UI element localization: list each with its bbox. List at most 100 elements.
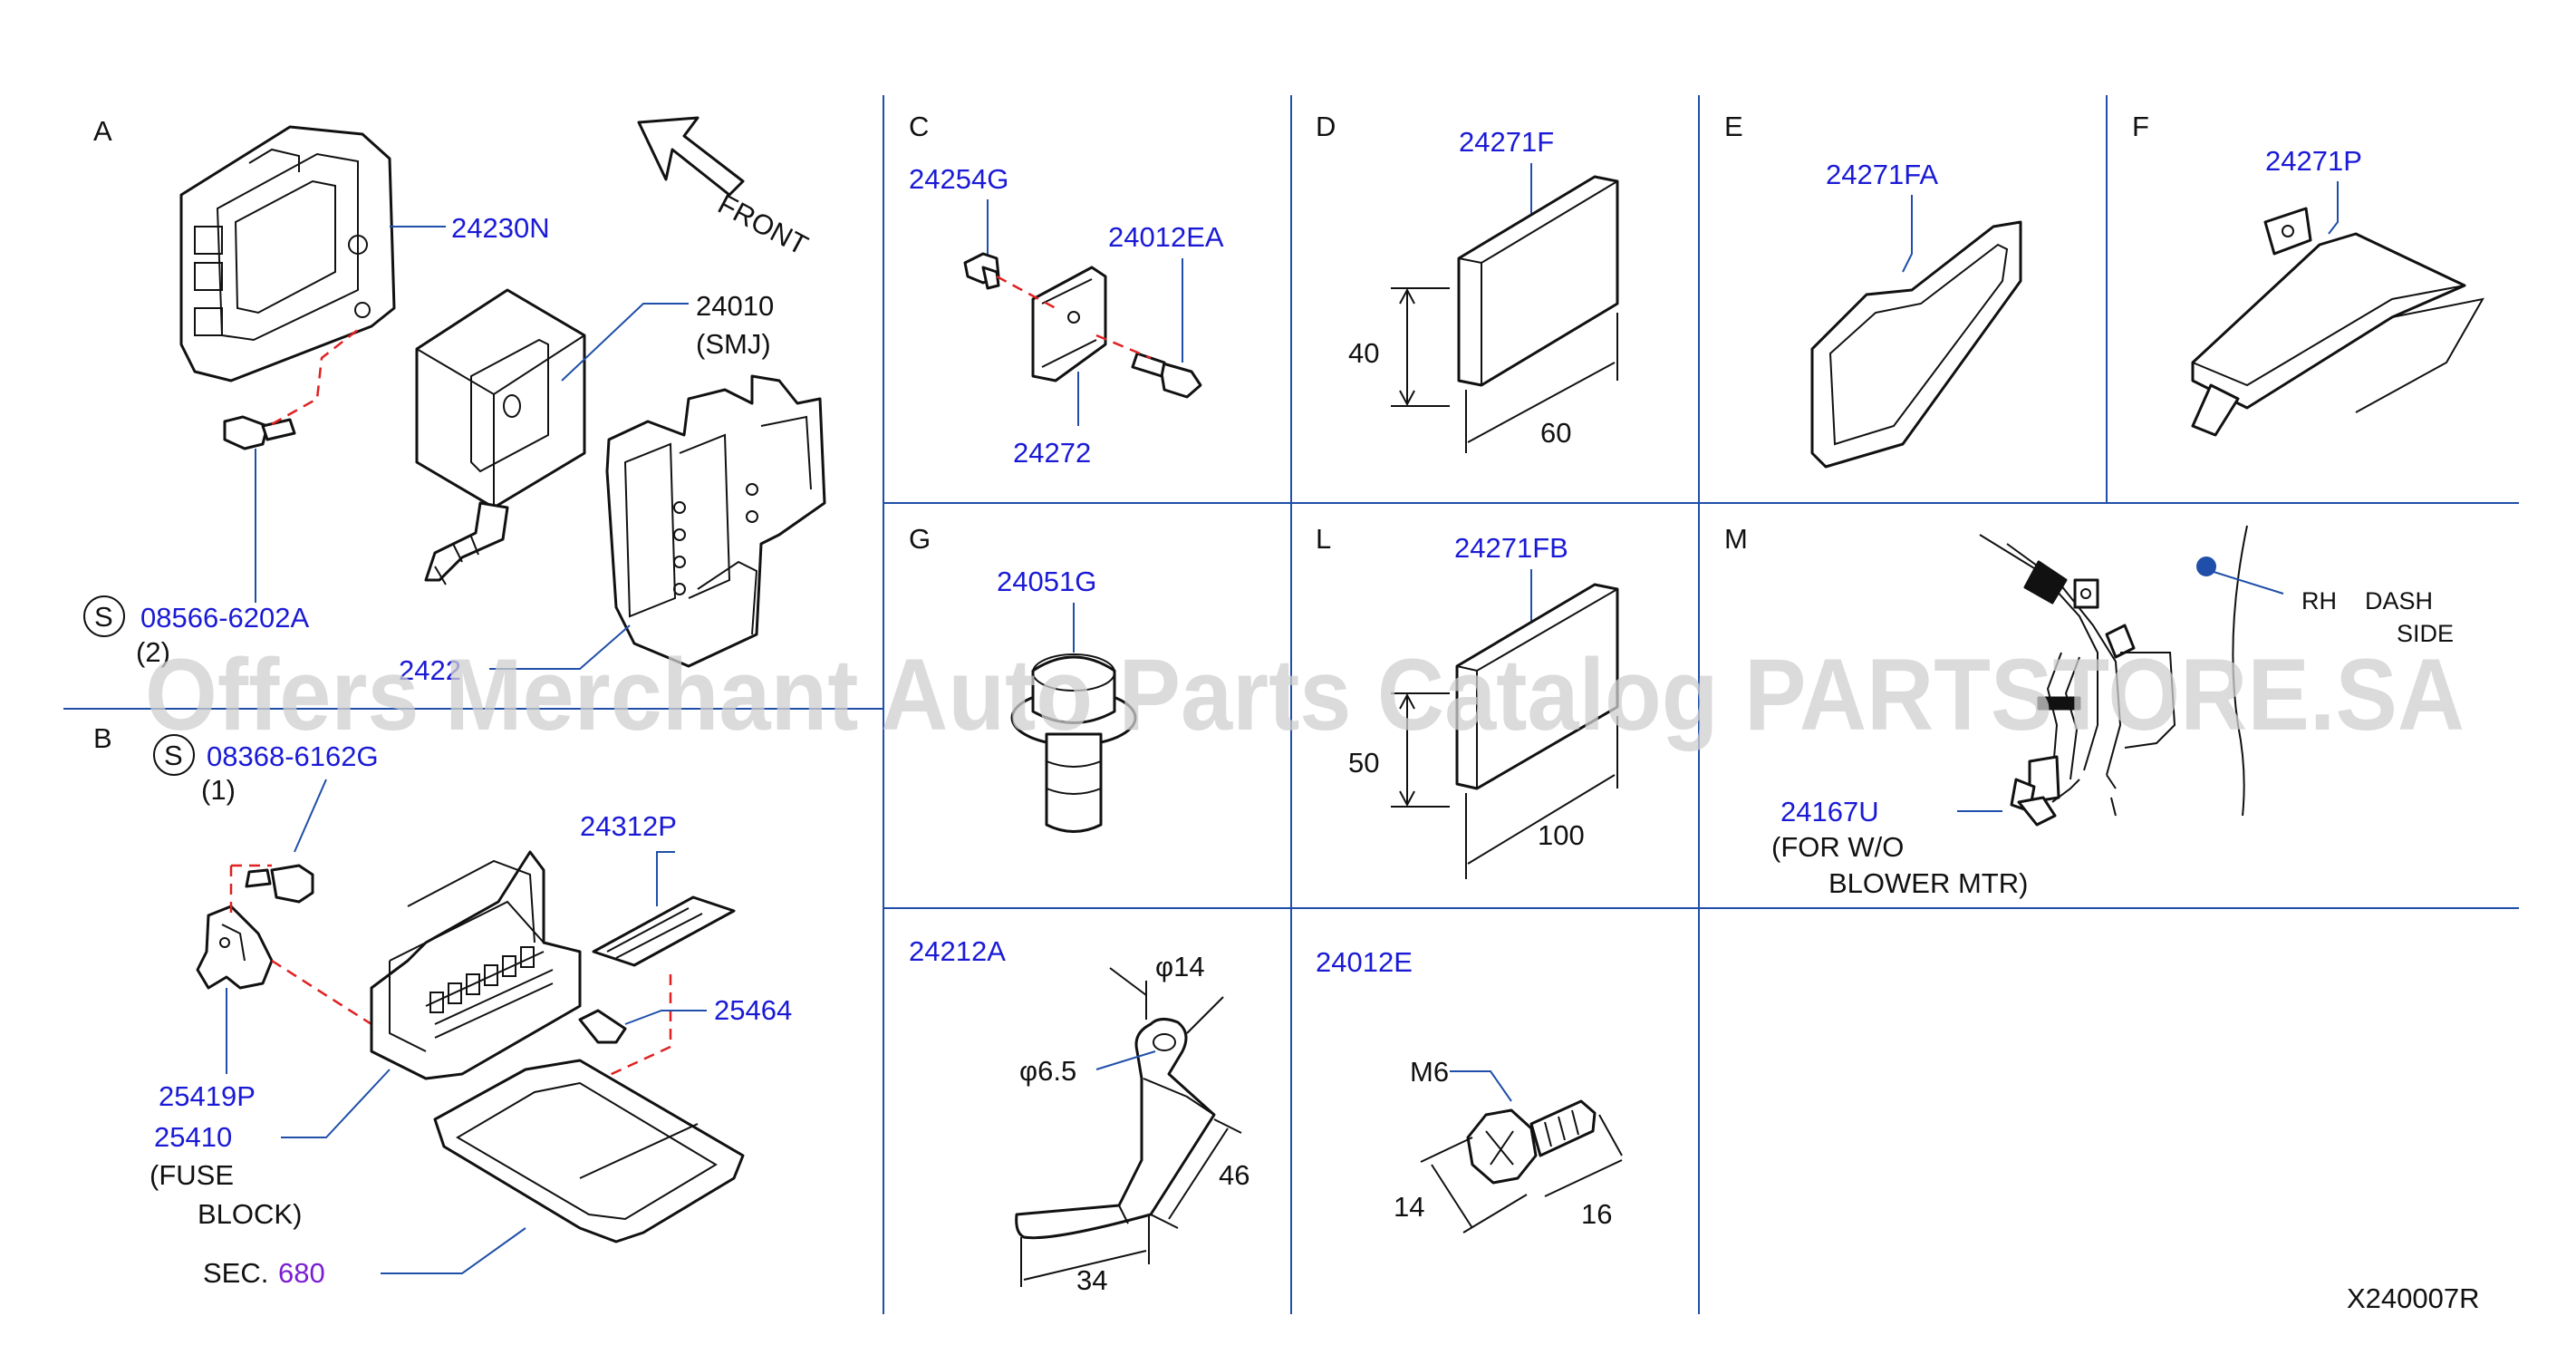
part-24010[interactable]: 24010 bbox=[696, 290, 774, 322]
panel-grid bbox=[63, 95, 2519, 1314]
dim-50: 50 bbox=[1348, 747, 1379, 779]
part-24212A[interactable]: 24212A bbox=[909, 935, 1006, 967]
leader-m6 bbox=[1450, 1070, 1512, 1102]
part-24312P[interactable]: 24312P bbox=[580, 810, 677, 842]
qty-2: (2) bbox=[136, 636, 170, 668]
part-24167U[interactable]: 24167U bbox=[1780, 796, 1879, 827]
rh-dash-side-marker bbox=[2196, 556, 2216, 576]
illustration-code: X240007R bbox=[2347, 1282, 2480, 1314]
dash-a bbox=[271, 325, 363, 426]
part-24271P[interactable]: 24271P bbox=[2265, 145, 2362, 177]
part-2422x[interactable]: 2422 bbox=[399, 654, 461, 686]
leader-rh-dash bbox=[2210, 570, 2284, 595]
dim-phi14: φ14 bbox=[1155, 951, 1205, 982]
dim-m6: M6 bbox=[1410, 1056, 1449, 1088]
dim-phi65: φ6.5 bbox=[1019, 1055, 1076, 1087]
bracket-24272 bbox=[1031, 266, 1107, 382]
s-mark-b-icon bbox=[153, 734, 195, 776]
part-25410[interactable]: 25410 bbox=[154, 1121, 232, 1153]
leader-24010 bbox=[561, 303, 689, 382]
dim-50-100 bbox=[1391, 692, 1618, 879]
front-label: FRONT bbox=[713, 188, 814, 261]
dash-b bbox=[229, 864, 372, 1026]
part-25419P[interactable]: 25419P bbox=[159, 1080, 256, 1112]
sec-label: SEC. bbox=[203, 1257, 268, 1289]
pad-24271P bbox=[2191, 207, 2484, 437]
clip-25419P bbox=[196, 905, 274, 990]
module-24010 bbox=[415, 288, 586, 585]
bolt-b-icon bbox=[245, 864, 314, 904]
bracket-24212A bbox=[1015, 1018, 1216, 1240]
dim-40: 40 bbox=[1348, 337, 1379, 369]
lid-sec-680 bbox=[433, 1059, 745, 1243]
blower-label: BLOWER MTR) bbox=[1828, 867, 2028, 899]
section-label-d: D bbox=[1316, 111, 1336, 142]
dims-24212A bbox=[1020, 967, 1242, 1287]
front-arrow-icon bbox=[637, 116, 745, 197]
dim-40-60 bbox=[1391, 287, 1618, 453]
dash-label: DASH bbox=[2365, 587, 2433, 614]
dims-24012E bbox=[1420, 1114, 1623, 1234]
dim-14: 14 bbox=[1394, 1191, 1424, 1223]
part-24012E[interactable]: 24012E bbox=[1316, 946, 1413, 978]
s-mark-a: S bbox=[94, 601, 113, 633]
bolt-24012EA bbox=[1131, 352, 1202, 399]
part-24272[interactable]: 24272 bbox=[1013, 437, 1091, 469]
leader-24271FA bbox=[1902, 195, 1913, 273]
watermark: Offers Merchant Auto Parts Catalog PARTS… bbox=[145, 638, 2465, 751]
dim-34: 34 bbox=[1076, 1264, 1107, 1296]
grommet-24051G bbox=[1010, 653, 1137, 833]
part-24271FA[interactable]: 24271FA bbox=[1826, 159, 1938, 190]
section-label-e: E bbox=[1724, 111, 1743, 142]
smj-label: (SMJ) bbox=[696, 328, 771, 360]
fuse-puller-24312P bbox=[592, 895, 736, 967]
fuse-25464 bbox=[578, 1009, 627, 1044]
pad-24271FA bbox=[1810, 220, 2022, 469]
leader-2422x bbox=[489, 624, 631, 670]
pad-24271F bbox=[1457, 175, 1619, 387]
part-24012EA[interactable]: 24012EA bbox=[1108, 221, 1224, 253]
part-08566-6202A[interactable]: 08566-6202A bbox=[140, 602, 309, 634]
part-25464[interactable]: 25464 bbox=[714, 994, 792, 1026]
section-label-g: G bbox=[909, 523, 931, 555]
part-24271FB[interactable]: 24271FB bbox=[1454, 532, 1568, 564]
fuse-block-25410 bbox=[370, 850, 582, 1080]
part-24230N[interactable]: 24230N bbox=[451, 212, 550, 244]
section-label-m: M bbox=[1724, 523, 1748, 555]
dim-46: 46 bbox=[1219, 1159, 1249, 1191]
bracket-24230N bbox=[179, 125, 396, 382]
bolt-a-icon bbox=[223, 415, 296, 450]
section-label-b: B bbox=[93, 722, 112, 754]
section-label-l: L bbox=[1316, 523, 1331, 555]
section-label-f: F bbox=[2132, 111, 2149, 142]
fuse-label-1: (FUSE bbox=[150, 1159, 234, 1191]
s-mark-b: S bbox=[164, 740, 183, 771]
part-24254G[interactable]: 24254G bbox=[909, 163, 1008, 195]
side-label: SIDE bbox=[2397, 620, 2454, 647]
bracket-2422x bbox=[605, 374, 826, 668]
section-label-a: A bbox=[93, 115, 112, 147]
harness-m bbox=[1979, 525, 2248, 827]
for-wo-label: (FOR W/O bbox=[1771, 831, 1904, 863]
part-08368-6162G[interactable]: 08368-6162G bbox=[207, 740, 379, 772]
leader-08368 bbox=[294, 779, 327, 853]
bolt-24012E bbox=[1466, 1099, 1597, 1185]
part-24051G[interactable]: 24051G bbox=[997, 566, 1096, 597]
leader-24271P bbox=[2328, 181, 2339, 235]
leader-25410 bbox=[281, 1069, 391, 1138]
leader-25464 bbox=[624, 1010, 707, 1025]
pad-24271FB bbox=[1455, 583, 1619, 790]
clip-24254G bbox=[963, 252, 1000, 290]
s-mark-icon bbox=[83, 595, 125, 637]
dim-100: 100 bbox=[1538, 819, 1585, 851]
qty-1: (1) bbox=[201, 774, 236, 806]
part-24271F[interactable]: 24271F bbox=[1459, 126, 1554, 158]
sec-680-link[interactable]: 680 bbox=[278, 1257, 325, 1289]
dim-16: 16 bbox=[1581, 1198, 1612, 1230]
leader-24312P bbox=[656, 851, 675, 906]
dash-c bbox=[996, 275, 1152, 360]
dim-60: 60 bbox=[1540, 417, 1571, 449]
rh-label: RH bbox=[2301, 587, 2337, 614]
fuse-label-2: BLOCK) bbox=[198, 1198, 302, 1230]
